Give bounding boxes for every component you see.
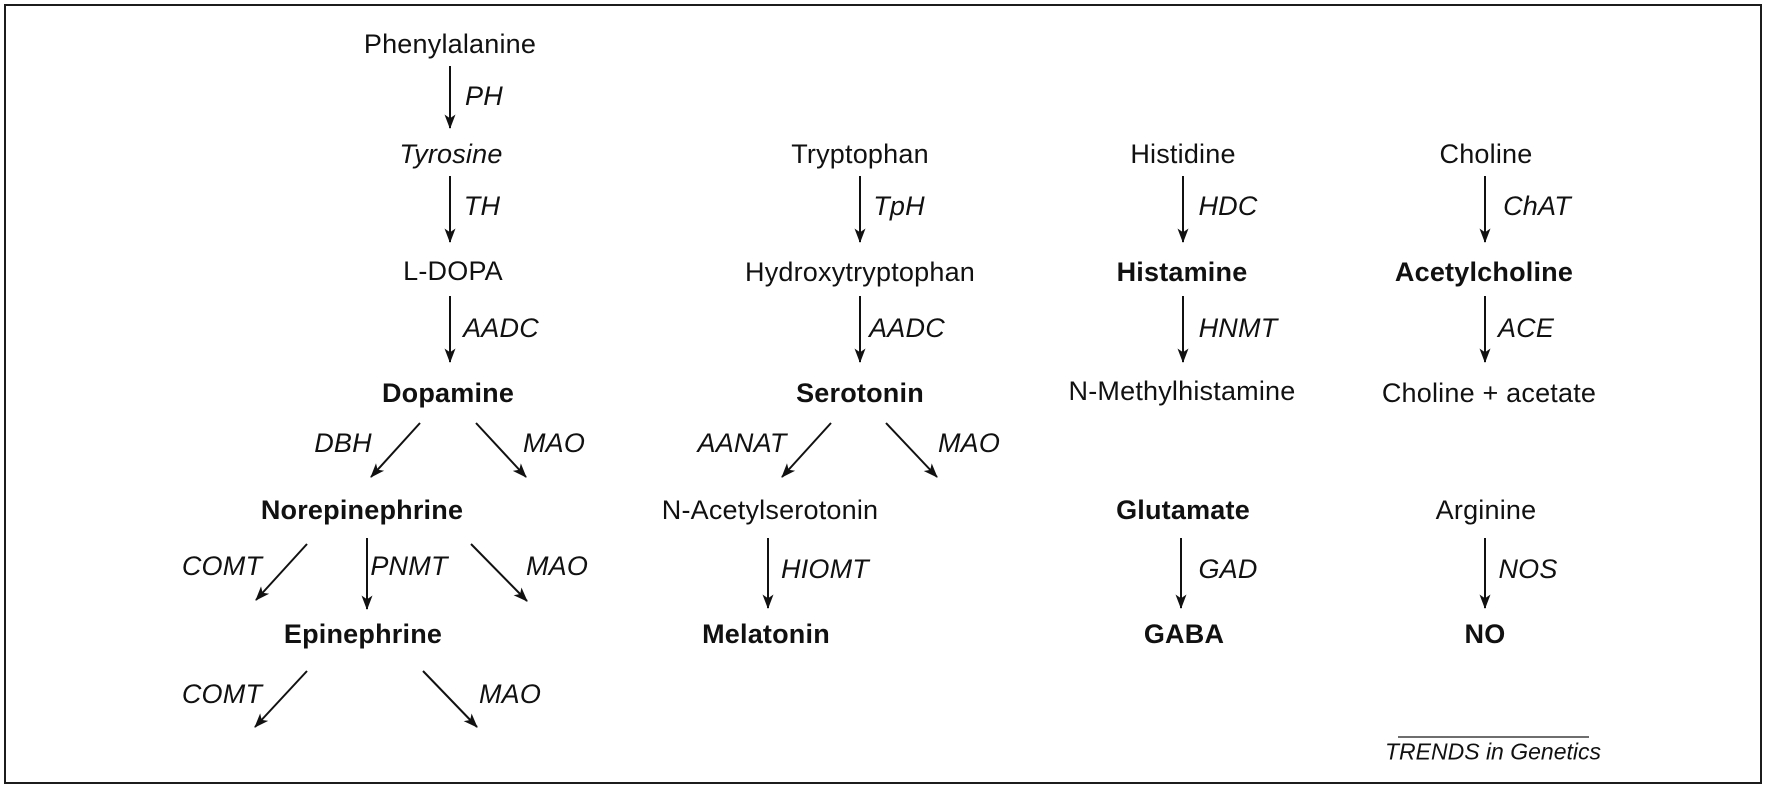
figure-border <box>4 4 1762 784</box>
enzyme-comt-norepinephrine: COMT <box>181 551 263 582</box>
metabolite-n-acetylserotonin: N-Acetylserotonin <box>661 495 879 526</box>
enzyme-th: TH <box>463 191 501 222</box>
metabolite-l-dopa: L-DOPA <box>403 256 503 287</box>
enzyme-mao-norepinephrine: MAO <box>525 551 589 582</box>
metabolite-choline-acetate: Choline + acetate <box>1381 378 1597 409</box>
enzyme-hdc: HDC <box>1198 191 1258 222</box>
metabolite-glutamate: Glutamate <box>1116 495 1250 526</box>
metabolite-norepinephrine: Norepinephrine <box>260 495 464 526</box>
arrow-epinephrine-comt <box>254 670 308 728</box>
arrow-dopamine-norepinephrine <box>370 422 421 478</box>
credit-rule <box>1398 736 1589 738</box>
enzyme-mao-dopamine: MAO <box>522 428 586 459</box>
metabolite-acetylcholine: Acetylcholine <box>1394 257 1574 288</box>
metabolite-serotonin: Serotonin <box>796 378 924 409</box>
arrow-dopamine-mao <box>475 422 527 478</box>
enzyme-mao-epinephrine: MAO <box>478 679 542 710</box>
arrow-serotonin-nacetylserotonin <box>781 422 832 478</box>
enzyme-hnmt: HNMT <box>1198 313 1278 344</box>
metabolite-no: NO <box>1464 619 1506 650</box>
journal-credit: TRENDS in Genetics <box>1384 738 1602 765</box>
metabolite-arginine: Arginine <box>1435 495 1537 526</box>
metabolite-tryptophan: Tryptophan <box>791 139 929 170</box>
arrow-norepinephrine-mao <box>470 543 528 602</box>
enzyme-ph: PH <box>465 81 503 112</box>
enzyme-ace: ACE <box>1497 313 1555 344</box>
metabolite-hydroxytryptophan: Hydroxytryptophan <box>744 257 976 288</box>
enzyme-aadc-2: AADC <box>869 313 945 344</box>
metabolite-histamine: Histamine <box>1116 257 1248 288</box>
enzyme-mao-serotonin: MAO <box>937 428 1001 459</box>
enzyme-aadc-1: AADC <box>463 313 539 344</box>
metabolite-epinephrine: Epinephrine <box>283 619 443 650</box>
enzyme-comt-epinephrine: COMT <box>181 679 263 710</box>
metabolite-phenylalanine: Phenylalanine <box>363 29 537 60</box>
metabolite-gaba: GABA <box>1143 619 1225 650</box>
metabolite-n-methylhistamine: N-Methylhistamine <box>1068 376 1296 407</box>
enzyme-pnmt: PNMT <box>370 551 448 582</box>
metabolite-choline: Choline <box>1439 139 1533 170</box>
metabolite-tyrosine: Tyrosine <box>399 139 503 170</box>
enzyme-gad: GAD <box>1198 554 1258 585</box>
metabolite-melatonin: Melatonin <box>702 619 830 650</box>
enzyme-chat: ChAT <box>1503 191 1571 222</box>
enzyme-hiomt: HIOMT <box>781 554 869 585</box>
metabolite-dopamine: Dopamine <box>381 378 515 409</box>
arrow-norepinephrine-comt <box>255 543 308 601</box>
enzyme-dbh: DBH <box>314 428 372 459</box>
metabolite-histidine: Histidine <box>1130 139 1236 170</box>
enzyme-aanat: AANAT <box>697 428 787 459</box>
enzyme-nos: NOS <box>1498 554 1558 585</box>
arrow-epinephrine-mao <box>422 670 478 728</box>
enzyme-tph: TpH <box>873 191 925 222</box>
arrow-serotonin-mao <box>885 422 938 478</box>
